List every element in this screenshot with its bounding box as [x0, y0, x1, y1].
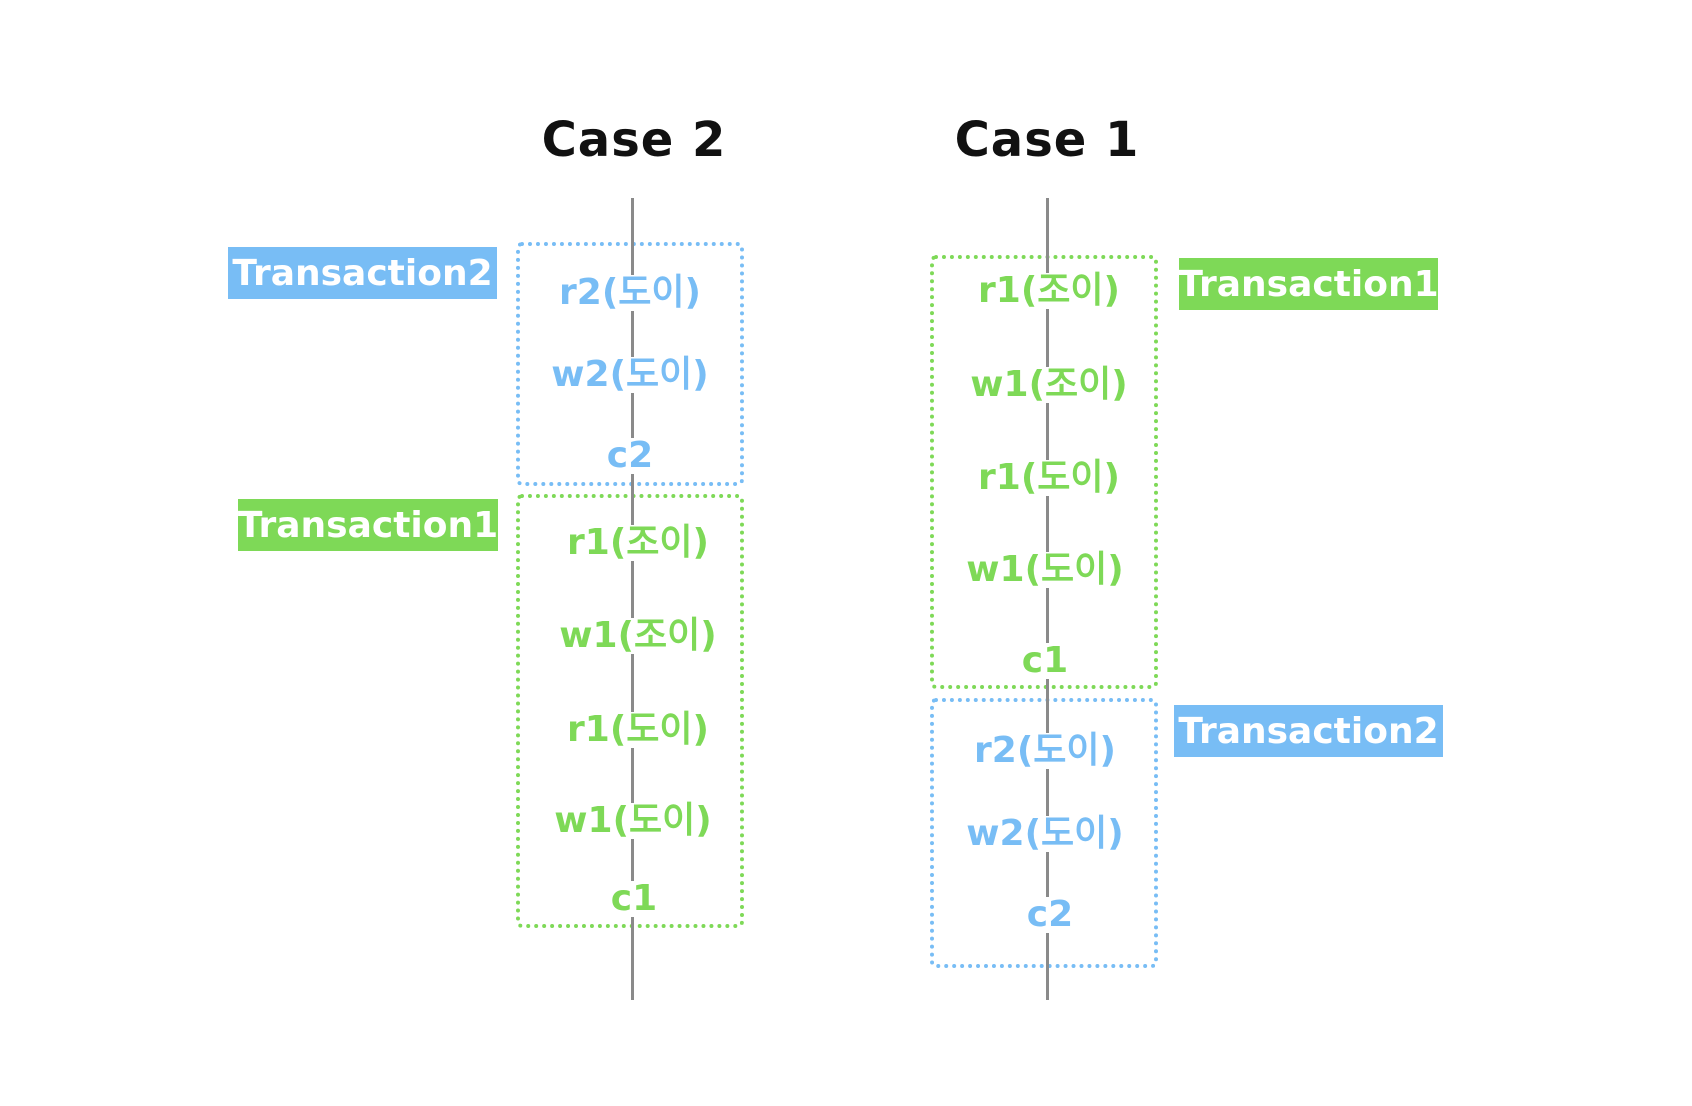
case1-op-r2-doi: r2(도이): [972, 730, 1118, 771]
case1-op-c1: c1: [1019, 640, 1071, 681]
case2-transaction2-label: Transaction2: [228, 247, 497, 299]
case2-op-w1-joi: w1(조이): [557, 615, 719, 656]
case2-op-r1-joi: r1(조이): [565, 522, 711, 563]
case2-op-w1-doi: w1(도이): [552, 800, 714, 841]
case2-timeline-overlay: [631, 198, 634, 1000]
case1-op-r1-joi: r1(조이): [976, 270, 1122, 311]
case2-op-c1: c1: [608, 878, 660, 919]
case2-title: Case 2: [541, 112, 727, 168]
case1-op-w1-doi: w1(도이): [964, 549, 1126, 590]
case2-op-c2: c2: [604, 435, 656, 476]
case1-timeline-overlay: [1046, 198, 1049, 1000]
case1-title: Case 1: [954, 112, 1140, 168]
case1-op-c2: c2: [1024, 894, 1076, 935]
case1-op-w1-joi: w1(조이): [968, 364, 1130, 405]
case2-op-r2-doi: r2(도이): [557, 272, 703, 313]
case1-transaction1-label: Transaction1: [1178, 258, 1439, 310]
case2-op-w2-doi: w2(도이): [549, 354, 711, 395]
case1-transaction2-label: Transaction2: [1174, 705, 1443, 757]
case1-op-r1-doi: r1(도이): [976, 457, 1122, 498]
case2-transaction1-label: Transaction1: [238, 499, 498, 551]
case2-op-r1-doi: r1(도이): [565, 709, 711, 750]
case1-op-w2-doi: w2(도이): [964, 813, 1126, 854]
case2-transaction1-box: [516, 494, 744, 928]
